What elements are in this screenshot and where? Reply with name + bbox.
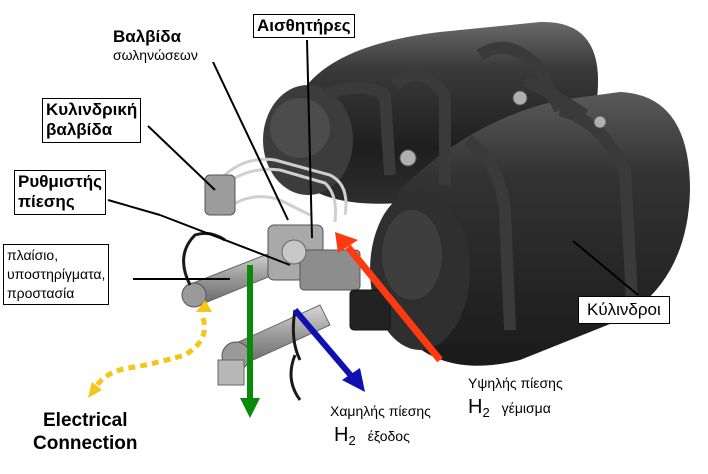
low-h2-subscript: 2: [348, 432, 356, 448]
sensors-label: Αισθητήρες: [253, 14, 355, 39]
frame-label-line2: υποστηρίγματα,: [7, 265, 106, 282]
pipeline-valve-label-line1: Βαλβίδα: [113, 27, 182, 46]
cylinder-valve-label-line1: Κυλινδρική: [46, 100, 138, 119]
electrical-connection-line1: Electrical: [43, 410, 128, 431]
wiring: [182, 231, 302, 401]
high-fill-text: γέμισμα: [501, 400, 551, 417]
leader-lines: [107, 39, 639, 296]
frame-label-line3: προστασία: [7, 284, 75, 301]
frame-label: πλαίσιο, υποστηρίγματα, προστασία: [3, 244, 110, 305]
regulator-block: [204, 174, 391, 331]
electrical-connection-arrow: [88, 300, 212, 398]
frame-label-line1: πλαίσιο,: [7, 247, 59, 263]
high-pressure-title: Υψηλής πίεσης: [468, 375, 563, 391]
high-pressure-label: Υψηλής πίεσης H2 γέμισμα: [468, 374, 563, 422]
high-pressure-fill-arrow: [335, 232, 443, 363]
pressure-regulator-label-line2: πίεσης: [18, 192, 75, 212]
high-pressure-h2-line: H2 γέμισμα: [468, 394, 563, 422]
low-out-text: έξοδος: [367, 428, 410, 445]
strap-bolts: [399, 90, 607, 167]
low-pressure-title: Χαμηλής πίεσης: [330, 403, 431, 419]
high-h2-subscript: 2: [482, 404, 490, 420]
low-pressure-outlet-arrow: [292, 308, 365, 392]
low-pressure-label: Χαμηλής πίεσης H2 έξοδος: [330, 402, 431, 450]
low-pressure-h2-line: H2 έξοδος: [334, 422, 431, 450]
pressure-regulator-label-line1: Ρυθμιστής: [18, 172, 102, 191]
low-h2-symbol: H: [334, 424, 349, 447]
electrical-connection-label: Electrical Connection: [33, 410, 138, 456]
cylinder-valve-label-line2: βαλβίδα: [46, 120, 113, 140]
cylinder-valve-label: Κυλινδρική βαλβίδα: [42, 98, 142, 143]
pipeline-valve-label: Βαλβίδα σωληνώσεων: [113, 27, 198, 64]
mounting-straps: [322, 41, 638, 331]
green-flow-arrow: [240, 265, 260, 418]
cylinders-label: Κύλινδροι: [578, 296, 670, 325]
pipeline-valve-label-line2: σωληνώσεων: [113, 47, 198, 64]
pressure-regulator-label: Ρυθμιστής πίεσης: [14, 170, 106, 215]
high-h2-symbol: H: [468, 396, 483, 419]
electrical-connection-line2: Connection: [33, 432, 138, 454]
